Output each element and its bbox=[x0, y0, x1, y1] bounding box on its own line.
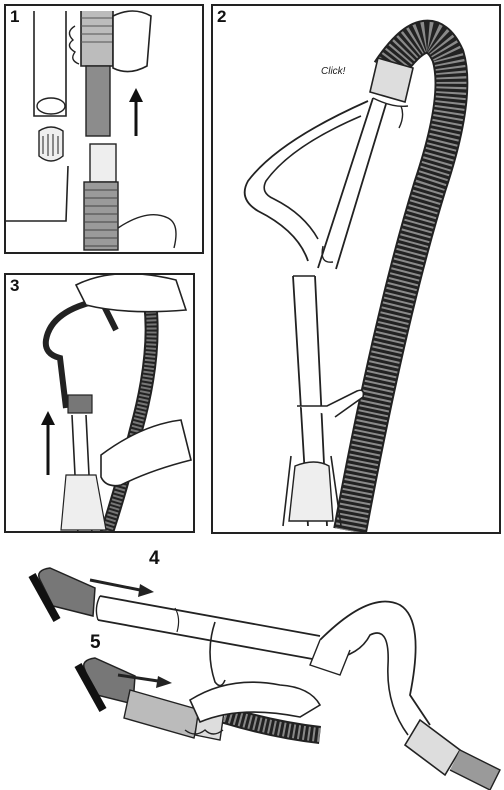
panel-1-illustration bbox=[6, 6, 204, 254]
brush-tool-4 bbox=[32, 568, 95, 620]
step-number-5: 5 bbox=[90, 632, 101, 654]
panel-3-store-handle: 3 bbox=[4, 273, 195, 533]
panel-3-illustration bbox=[6, 275, 195, 533]
panel-1-insert-hose: 1 bbox=[4, 4, 204, 254]
panel-2-illustration bbox=[213, 6, 501, 534]
step-number-4: 4 bbox=[149, 548, 160, 570]
panel-2-attach-handle: 2 Click! bbox=[211, 4, 501, 534]
brush-tool-5 bbox=[78, 658, 135, 710]
